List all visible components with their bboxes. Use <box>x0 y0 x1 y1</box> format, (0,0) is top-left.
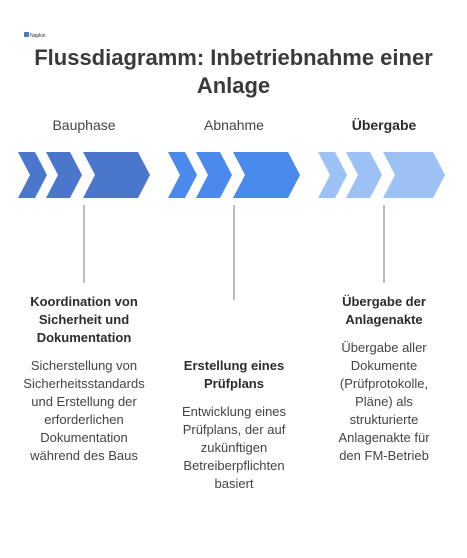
heading-line: Übergabe der <box>342 294 426 309</box>
chevron-small-1a <box>18 152 47 198</box>
description-bauphase: Sicherstellung von Sicherheitsstandards … <box>14 357 154 465</box>
description-line: Anlagenakte für <box>338 430 430 445</box>
heading-line: Prüfplans <box>204 376 264 391</box>
description-line: Entwicklung eines <box>181 404 287 419</box>
phase-label-bauphase: Bauphase <box>52 117 116 133</box>
description-line: den FM-Betrieb <box>339 448 429 463</box>
heading-line: Dokumentation <box>36 330 132 345</box>
description-line: erforderlichen <box>44 412 124 427</box>
heading-koordination: Koordination von Sicherheit und Dokument… <box>14 293 154 347</box>
description-line: Dokumente <box>350 358 418 373</box>
description-line: Sicherstellung von <box>30 358 138 373</box>
block-bauphase: Koordination von Sicherheit und Dokument… <box>14 293 154 465</box>
description-line: strukturierte <box>349 412 419 427</box>
heading-anlagenakte: Übergabe der Anlagenakte <box>314 293 454 329</box>
description-uebergabe: Übergabe aller Dokumente (Prüfprotokolle… <box>314 339 454 465</box>
description-line: während des Baus <box>30 448 138 463</box>
chevron-small-2a <box>168 152 197 198</box>
description-line: Sicherheitsstandards <box>23 376 145 391</box>
heading-pruefplan: Erstellung eines Prüfplans <box>164 357 304 393</box>
title-line-1: Flussdiagramm: Inbetriebnahme einer <box>34 45 433 70</box>
chevron-large-2 <box>233 152 300 198</box>
description-line: Betreiberpflichten <box>183 458 285 473</box>
chevron-small-2b <box>196 152 232 198</box>
block-abnahme: Erstellung eines Prüfplans Entwicklung e… <box>164 357 304 493</box>
phase-2-chevrons <box>168 152 300 198</box>
description-line: Pläne) als <box>355 394 413 409</box>
logo-text: Napkin <box>30 33 46 39</box>
block-uebergabe: Übergabe der Anlagenakte Übergabe aller … <box>314 293 454 465</box>
description-line: (Prüfprotokolle, <box>339 376 429 391</box>
flow-chevrons <box>18 152 445 300</box>
diagram-title: Flussdiagramm: Inbetriebnahme einer Anla… <box>0 44 467 100</box>
description-line: Dokumentation <box>40 430 128 445</box>
description-line: und Erstellung der <box>31 394 137 409</box>
heading-line: Sicherheit und <box>38 312 130 327</box>
phase-label-uebergabe: Übergabe <box>351 117 417 133</box>
phase-1-chevrons <box>18 152 150 198</box>
heading-line: Anlagenakte <box>345 312 423 327</box>
chevron-small-3a <box>318 152 347 198</box>
phase-3-chevrons <box>318 152 445 198</box>
napkin-logo: Napkin <box>24 32 46 39</box>
title-line-2: Anlage <box>196 73 271 98</box>
description-line: basiert <box>214 476 254 491</box>
chevron-small-3b <box>346 152 382 198</box>
chevron-small-1b <box>46 152 82 198</box>
chevron-large-1 <box>83 152 150 198</box>
heading-line: Erstellung eines <box>183 358 285 373</box>
logo-mark-icon <box>24 32 29 37</box>
phase-label-abnahme: Abnahme <box>204 117 264 133</box>
chevron-large-3 <box>383 152 445 198</box>
description-line: zukünftigen <box>200 440 268 455</box>
description-line: Übergabe aller <box>341 340 427 355</box>
heading-line: Koordination von <box>30 294 138 309</box>
description-line: Prüfplans, der auf <box>182 422 286 437</box>
description-abnahme: Entwicklung eines Prüfplans, der auf zuk… <box>164 403 304 493</box>
